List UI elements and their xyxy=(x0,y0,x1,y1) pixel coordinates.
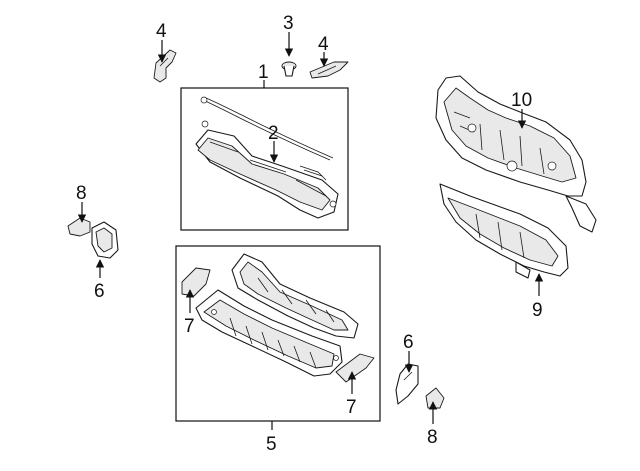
group-box-cowl-panel xyxy=(175,245,381,422)
part-10-dash-panel xyxy=(435,75,597,233)
part-1-cowl-top xyxy=(195,96,339,219)
part-5-cowl-panel xyxy=(195,253,359,377)
callout-2: 2 xyxy=(268,123,279,144)
callout-7-lower: 7 xyxy=(346,397,357,418)
part-9-lower-dash-panel xyxy=(439,183,569,279)
leader-lines xyxy=(77,32,544,430)
part-6-left-insulator xyxy=(91,221,119,259)
part-8-left-clip xyxy=(67,217,91,237)
callout-10: 10 xyxy=(511,90,532,111)
callout-4-right: 4 xyxy=(318,34,329,55)
part-4-left-bracket xyxy=(153,49,177,83)
part-7-lower-bracket xyxy=(335,353,375,383)
part-4-right-bracket xyxy=(309,61,349,79)
callout-8-left: 8 xyxy=(76,183,87,204)
callout-1: 1 xyxy=(258,62,269,83)
callout-4-left: 4 xyxy=(156,21,167,42)
callout-8-right: 8 xyxy=(427,427,438,448)
part-7-upper-bracket xyxy=(181,267,211,297)
callout-6-left: 6 xyxy=(94,281,105,302)
callout-5: 5 xyxy=(266,434,277,455)
callout-3: 3 xyxy=(283,13,294,34)
part-6-right-bracket xyxy=(395,363,419,405)
callout-7-upper: 7 xyxy=(184,316,195,337)
part-3-clip xyxy=(281,61,297,77)
callout-6-right: 6 xyxy=(403,332,414,353)
callout-9: 9 xyxy=(532,300,543,321)
part-8-right-clip xyxy=(425,387,445,409)
